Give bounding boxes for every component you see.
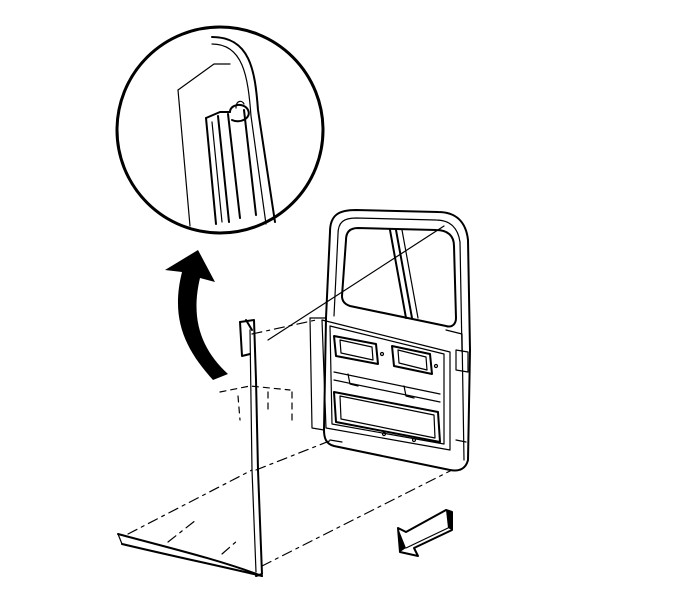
detail-seal-profile (177, 36, 276, 227)
rear-door (309, 209, 471, 472)
direction-arrow-icon (397, 509, 453, 557)
alignment-lines (127, 319, 453, 567)
detail-magnifier (115, 25, 325, 235)
detail-leader-line (267, 225, 445, 341)
detail-circle (115, 25, 325, 235)
weatherstrip-seal (117, 319, 263, 577)
curved-arrow-up-icon (165, 250, 228, 380)
